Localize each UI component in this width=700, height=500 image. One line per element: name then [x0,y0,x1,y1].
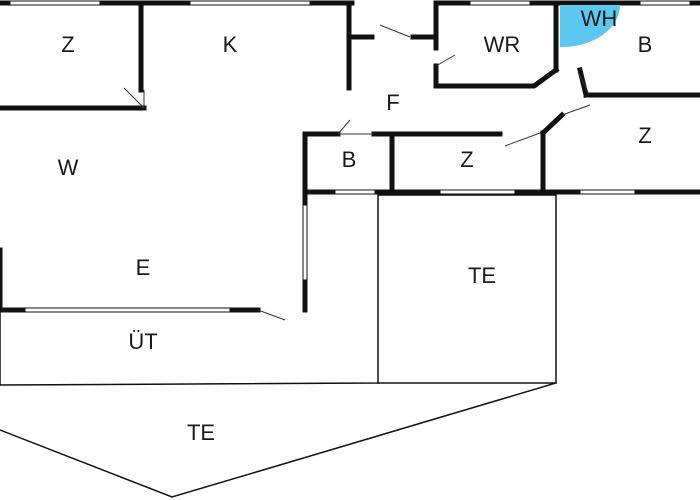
window-b-middle [334,189,376,195]
room-label-b-middle: B [342,147,357,172]
room-label-z-topleft: Z [61,32,74,57]
room-label-wh: WH [581,6,618,31]
window-z-topleft [9,0,101,6]
room-labels: Z K WR WH B F Z W B Z E TE ÜT TE [58,6,653,445]
terrace-outlines [0,194,557,498]
window-z-middle [439,189,516,195]
door-wr [435,54,456,67]
room-label-te-bottom: TE [187,420,215,445]
door-e-terrace [257,309,286,321]
door-b-middle [337,119,374,135]
room-label-z-middle: Z [460,147,473,172]
window-k [189,0,311,6]
room-label-k: K [223,32,238,57]
room-label-wr: WR [484,32,521,57]
doors [123,24,591,321]
room-label-ut: ÜT [128,329,157,354]
window-b-topright [639,0,691,6]
window-wr [469,0,531,6]
terrace-bottom-outline [0,194,557,498]
door-z-right [504,104,591,147]
room-label-z-right: Z [638,123,651,148]
windows [9,0,691,313]
wh-fixture [560,5,620,48]
room-label-e: E [136,255,151,280]
window-e-bottom [24,307,231,313]
door-z-topleft [123,87,145,109]
door-b-topright [577,71,589,93]
wall-wr-bottom [433,66,560,89]
room-label-b-topright: B [638,32,653,57]
door-k-f [379,24,411,38]
window-z-right [579,189,636,195]
window-e-right [302,204,308,281]
room-label-te-right: TE [468,263,496,288]
room-label-w: W [58,155,79,180]
room-label-f: F [386,90,399,115]
wall-z-right-diag [539,111,566,137]
